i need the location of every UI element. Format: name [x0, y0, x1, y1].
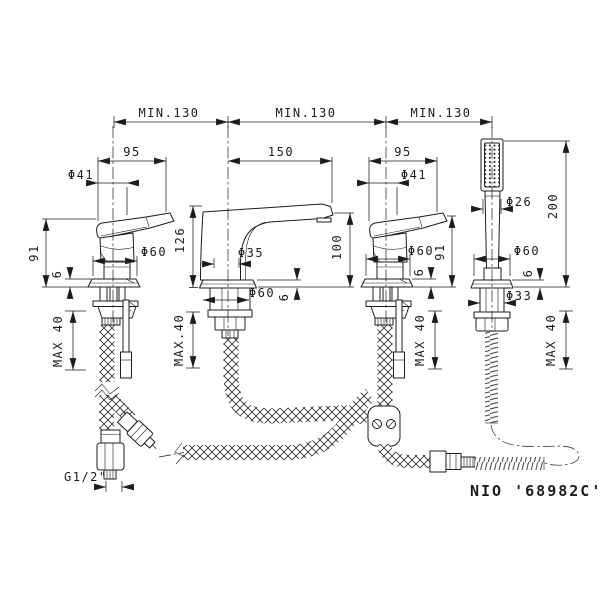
dim-left-width: 95 [123, 145, 140, 159]
dim-spout-flange-dia: Φ60 [249, 286, 275, 300]
dim-right-clamp: MAX 40 [413, 314, 427, 366]
right-valve-dimensions: 95 Φ41 Φ60 91 6 MAX 40 [357, 145, 456, 370]
handshower-dimensions: Φ26 200 Φ60 6 Φ33 MAX 40 [468, 140, 573, 370]
dim-shower-shank-dia: Φ33 [506, 289, 532, 303]
dim-spout-reach: 150 [268, 145, 294, 159]
supply-hoses [99, 324, 393, 460]
break-mark-horizontal-hose [174, 442, 184, 465]
centerlines [112, 126, 493, 336]
dim-left-handle-dia: Φ41 [68, 168, 94, 182]
top-dimensions: MIN.130 MIN.130 MIN.130 [113, 106, 493, 128]
dim-left-clamp: MAX 40 [51, 315, 65, 367]
shower-hose-horizontal [475, 456, 545, 471]
dim-right-handle-dia: Φ41 [401, 168, 427, 182]
left-valve-dimensions: 95 Φ41 91 6 Φ60 MAX 40 [27, 145, 167, 371]
tee-screw-icon [372, 419, 382, 429]
model-label: NIO '68982C' [470, 482, 600, 500]
g12-connector [96, 429, 125, 480]
shower-hose-vertical [484, 330, 499, 424]
break-mark-left-hose [94, 382, 121, 401]
dim-shower-flange-dia: Φ60 [514, 244, 540, 258]
dim-shower-handle-dia: Φ26 [506, 195, 532, 209]
dim-shower-height: 200 [546, 193, 560, 219]
dim-spacing-3: MIN.130 [410, 106, 471, 120]
tee-screw-icon [386, 419, 396, 429]
dim-left-deck: 6 [50, 270, 64, 279]
dim-right-height: 91 [433, 243, 447, 260]
supply-thread-dimension: G1/2" [64, 470, 134, 492]
spout-dimensions: 150 126 Φ35 100 6 Φ60 MAX.40 [172, 145, 354, 369]
tee-outlet-hose [377, 443, 431, 468]
right-valve [360, 212, 448, 379]
left-supply-fittings [96, 408, 185, 480]
dim-spout-clamp: MAX.40 [172, 314, 186, 366]
dim-right-width: 95 [394, 145, 411, 159]
spout-hose [223, 338, 373, 427]
dim-spacing-1: MIN.130 [138, 106, 199, 120]
dim-spacing-2: MIN.130 [275, 106, 336, 120]
dim-spout-height: 126 [173, 227, 187, 253]
dim-supply-thread: G1/2" [64, 470, 108, 484]
shower-hose-loop [490, 424, 580, 466]
dim-left-height: 91 [27, 244, 41, 261]
spout-connection-hose [183, 389, 375, 460]
diverter-tee [367, 405, 401, 447]
dim-shower-clamp: MAX 40 [544, 314, 558, 366]
dim-left-flange-dia: Φ60 [141, 245, 167, 259]
dim-right-deck: 6 [412, 268, 426, 277]
spout [199, 203, 334, 339]
dim-spout-outlet-height: 100 [330, 234, 344, 260]
dim-spout-deck: 6 [277, 293, 291, 302]
dim-right-flange-dia: Φ60 [408, 244, 434, 258]
dim-spout-body-dia: Φ35 [238, 246, 264, 260]
shower-hose-connector [429, 450, 476, 473]
aerator [316, 217, 332, 223]
dim-shower-deck: 6 [521, 269, 535, 278]
angled-connector [117, 411, 156, 449]
